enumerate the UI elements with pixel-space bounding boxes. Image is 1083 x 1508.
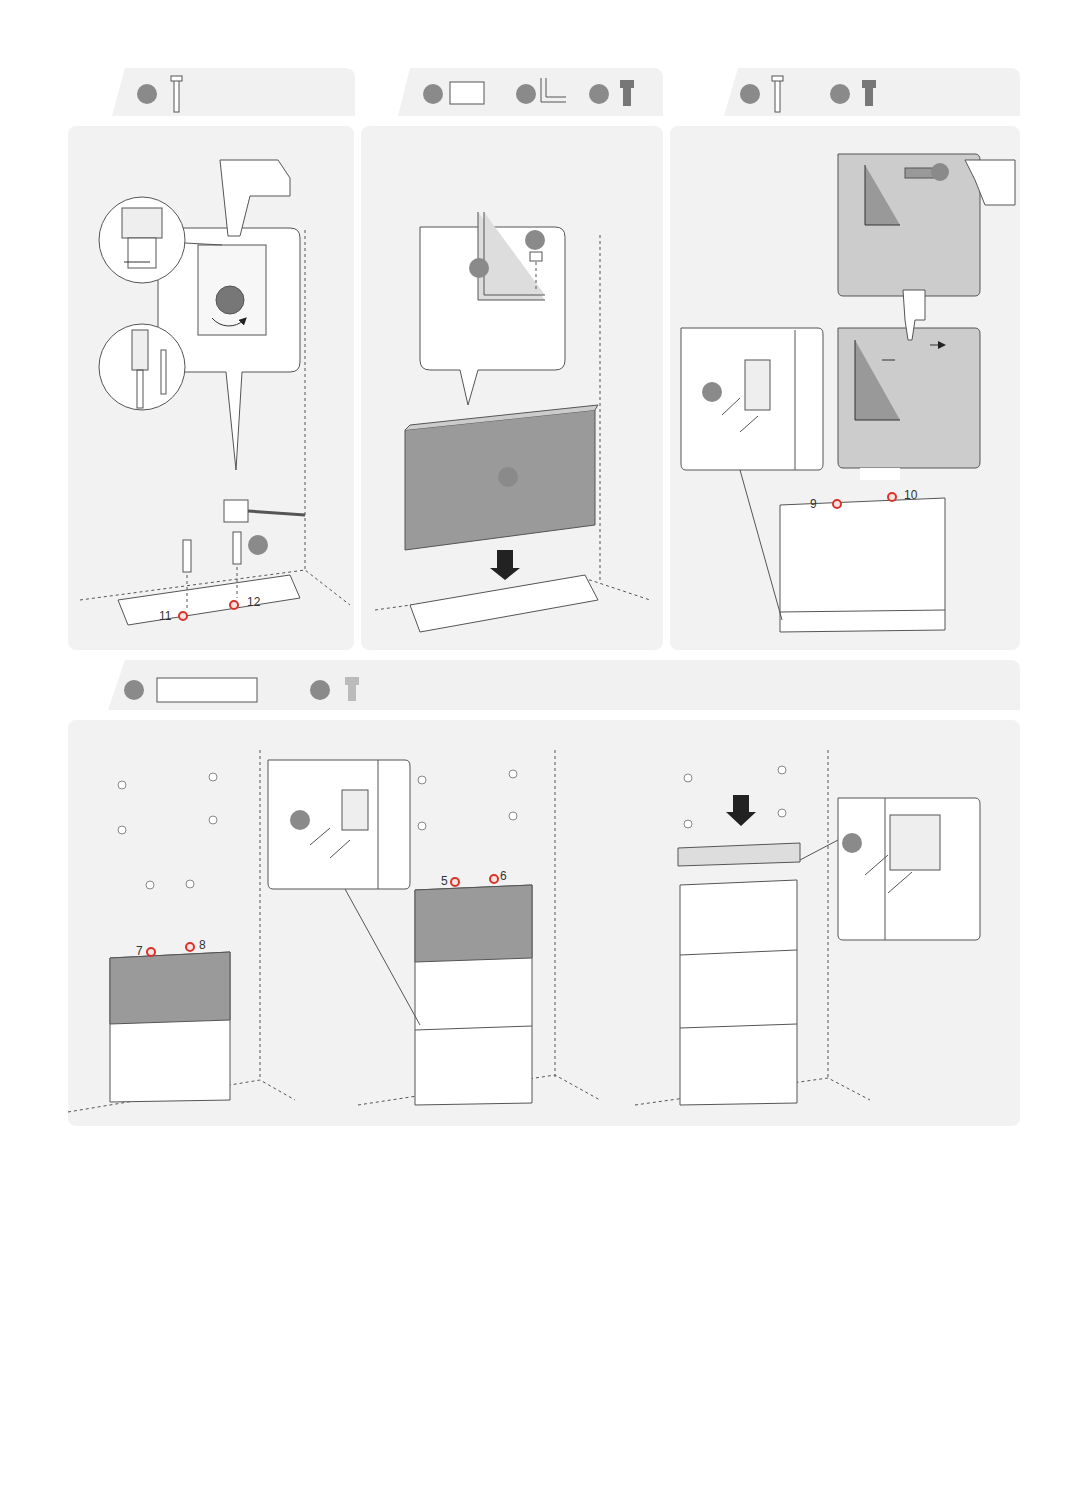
callout-number: 6 (500, 869, 507, 883)
step-panels (68, 126, 1020, 1126)
callout-number: 10 (904, 488, 917, 502)
wall-holes (118, 766, 786, 889)
callout-number: 5 (441, 874, 448, 888)
step-drawings (68, 154, 1015, 1112)
part-icons (124, 76, 876, 702)
callout-number: 8 (199, 938, 206, 952)
callout-number: 12 (247, 595, 260, 609)
red-hole-markers (147, 493, 896, 956)
callout-number: 9 (810, 497, 817, 511)
callout-number: 11 (159, 609, 171, 623)
callout-number: 7 (136, 944, 143, 958)
